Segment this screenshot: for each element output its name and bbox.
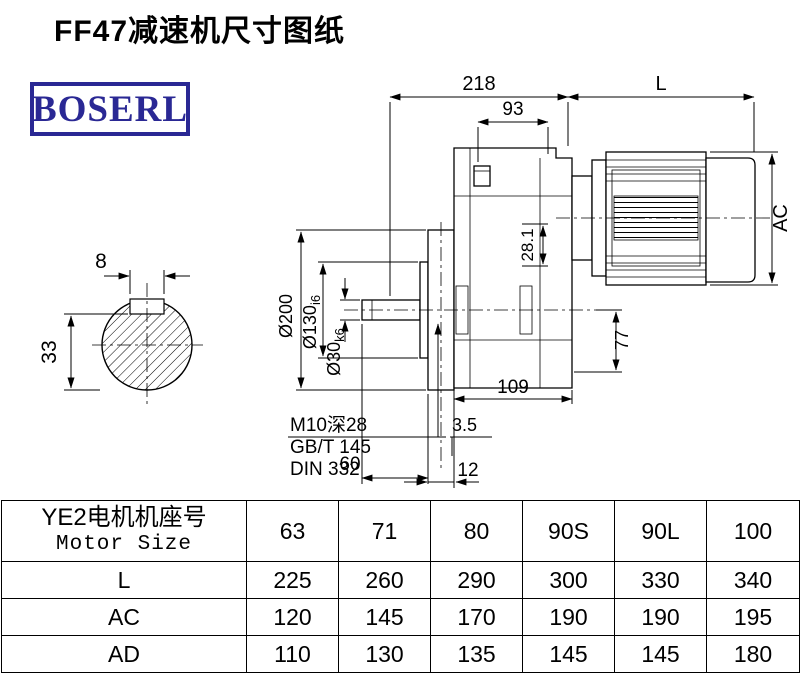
table-cell: 195 xyxy=(706,598,800,636)
table-row-AC: AC 120 145 170 190 190 195 xyxy=(1,598,800,636)
dim-label-key-width: 8 xyxy=(95,250,107,273)
table-cell: 290 xyxy=(430,561,523,599)
brand-logo: BOSERL xyxy=(30,82,190,136)
table-cell: 130 xyxy=(338,635,431,673)
table-cell: 145 xyxy=(614,635,707,673)
dim-label-12: 12 xyxy=(457,460,478,481)
table-cell: 180 xyxy=(706,635,800,673)
dim-label-flange-dia: Ø200 xyxy=(276,294,296,338)
row-label: AC xyxy=(1,598,247,636)
table-cell: 340 xyxy=(706,561,800,599)
header-label-en: Motor Size xyxy=(55,533,193,556)
table-cell: 225 xyxy=(246,561,339,599)
table-cell: 330 xyxy=(614,561,707,599)
table-cell-size: 71 xyxy=(338,500,431,562)
table-cell-size: 63 xyxy=(246,500,339,562)
table-header-motor-size: YE2电机机座号 Motor Size xyxy=(1,500,247,562)
dim-label-28-1: 28.1 xyxy=(518,228,537,261)
note-standard-din: DIN 332 xyxy=(290,459,360,480)
table-header-row: YE2电机机座号 Motor Size 63 71 80 90S 90L 100 xyxy=(1,500,800,562)
table-cell: 170 xyxy=(430,598,523,636)
shaft-cross-section-view: 8 33 xyxy=(38,250,203,408)
table-cell: 135 xyxy=(430,635,523,673)
dim-label-L: L xyxy=(655,73,666,95)
dim-label-3-5: 3.5 xyxy=(452,415,477,435)
table-cell: 190 xyxy=(522,598,615,636)
dim-label-60: 60 xyxy=(339,454,360,475)
table-cell: 300 xyxy=(522,561,615,599)
table-cell-size: 90S xyxy=(522,500,615,562)
note-tapped-hole: M10深28 xyxy=(290,414,367,436)
gearbox-motor-assembly-view xyxy=(344,147,770,468)
dim-label-AC: AC xyxy=(770,204,792,232)
table-cell: 110 xyxy=(246,635,339,673)
table-cell: 120 xyxy=(246,598,339,636)
table-cell: 145 xyxy=(338,598,431,636)
dimension-annotations: 218 L 93 AC Ø200 Ø130i6 xyxy=(276,73,792,488)
dim-label-218: 218 xyxy=(462,73,495,95)
table-row-AD: AD 110 130 135 145 145 180 xyxy=(1,635,800,673)
table-cell: 145 xyxy=(522,635,615,673)
table-cell-size: 100 xyxy=(706,500,800,562)
table-cell: 260 xyxy=(338,561,431,599)
table-cell: 190 xyxy=(614,598,707,636)
dim-label-spigot-dia: Ø130i6 xyxy=(300,295,323,349)
dim-label-shaft-dia: Ø30k6 xyxy=(324,328,347,376)
dim-label-109: 109 xyxy=(497,377,529,398)
dimension-drawing: 8 33 xyxy=(38,73,792,488)
note-standard-gbt: GB/T 145 xyxy=(290,437,371,458)
dim-label-77: 77 xyxy=(612,330,632,350)
row-label: AD xyxy=(1,635,247,673)
dim-label-33: 33 xyxy=(38,340,61,363)
motor-size-table: YE2电机机座号 Motor Size 63 71 80 90S 90L 100… xyxy=(1,500,800,673)
page-title: FF47减速机尺寸图纸 xyxy=(54,15,346,48)
dim-label-93: 93 xyxy=(502,99,523,120)
table-row-L: L 225 260 290 300 330 340 xyxy=(1,561,800,599)
row-label: L xyxy=(1,561,247,599)
header-label-cn: YE2电机机座号 xyxy=(41,504,207,531)
table-cell-size: 90L xyxy=(614,500,707,562)
table-cell-size: 80 xyxy=(430,500,523,562)
